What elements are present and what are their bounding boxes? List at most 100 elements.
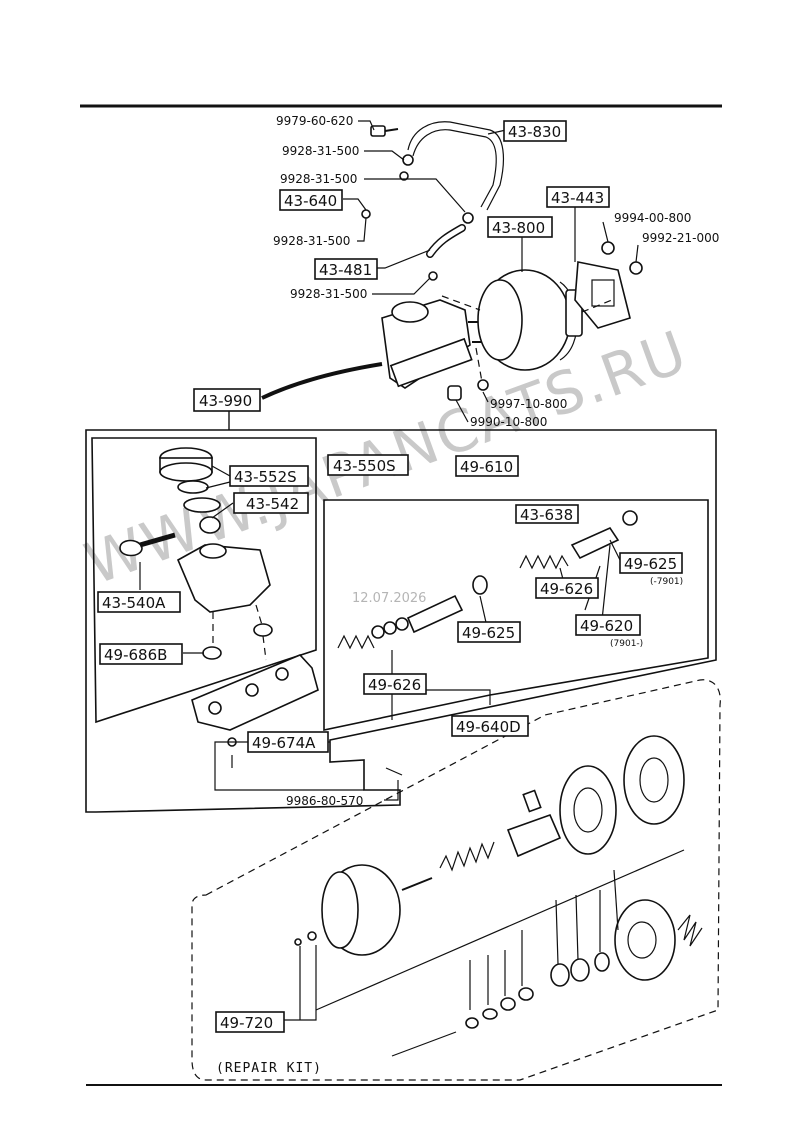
label-9928-31-500-b: 9928-31-500 [280,172,357,186]
label-49-626-lower: 49-626 [363,673,427,695]
snap-ring-43-638 [622,510,638,526]
label-43-443: 43-443 [546,186,610,208]
nut-9992-21-000 [629,261,643,275]
kit-retainer [522,789,542,813]
svg-text:49-625: 49-625 [462,624,515,642]
label-49-674a: 49-674A [247,731,329,753]
primary-piston-spring [519,554,569,570]
svg-text:49-625: 49-625 [624,555,677,573]
svg-text:49-640D: 49-640D [456,718,521,736]
kit-rear-shell [623,735,685,825]
svg-text:43-542: 43-542 [246,495,299,513]
master-cylinder-bore [389,337,473,388]
kit-washer-1 [465,1017,479,1029]
label-49-686b: 49-686B [99,643,183,665]
clip-c [361,209,371,219]
label-9997-10-800: 9997-10-800 [490,397,567,411]
secondary-piston-spring [337,634,375,650]
svg-text:49-720: 49-720 [220,1014,273,1032]
nut-9994-00-800 [601,241,615,255]
label-43-550s: 43-550S [327,454,409,476]
kit-seal-1 [550,963,570,987]
nut-9990-10-800 [447,385,462,401]
label-9994-00-800: 9994-00-800 [614,211,691,225]
seal-a [371,625,385,639]
label-43-542: 43-542 [233,492,309,514]
bolt-shaft [384,128,399,132]
clip-b [399,171,409,181]
kit-washer-2 [482,1008,498,1020]
svg-text:43-443: 43-443 [551,189,604,207]
grommet-lower [202,646,222,660]
pointer-43-990 [261,362,383,400]
reservoir-cap-bottom [159,462,213,482]
brake-booster-face [477,279,523,361]
label-9986-80-570: 9986-80-570 [286,794,363,808]
reservoir-cap-upper [391,301,429,323]
strainer-43-542 [199,516,221,534]
label-43-552s: 43-552S [229,465,309,487]
svg-text:43-640: 43-640 [284,192,337,210]
piston-cup [472,575,488,595]
svg-text:49-686B: 49-686B [104,646,167,664]
dash-reservoir-3 [262,635,267,661]
vacuum-pipe-inner [412,129,497,208]
hose-43-640-inner [370,190,402,214]
seal-b [383,621,397,635]
kit-valve-body [506,813,562,858]
svg-text:43-540A: 43-540A [102,594,166,612]
filter-ring [177,480,209,494]
label-9990-10-800: 9990-10-800 [470,415,547,429]
kit-diaphragm-inner [573,787,603,833]
kit-clip-2 [307,931,317,941]
label-49-640d: 49-640D [451,715,529,737]
dash-upper-1 [441,295,481,311]
frame-49-610 [323,499,709,731]
hose-clamp-43-540a [119,539,143,557]
label-43-830: 43-830 [503,120,567,142]
secondary-piston [406,594,464,634]
kit-washer-4 [518,987,534,1001]
label-49-620: 49-620 [575,614,641,636]
kit-rear-shell-inner [639,757,669,803]
dash-upper-3 [581,299,613,313]
svg-text:49-626: 49-626 [368,676,421,694]
label-49-610: 49-610 [455,455,519,477]
gasket-43-443 [574,261,631,329]
seal-ring [183,497,221,513]
gasket-hole [591,279,615,307]
frame-repair-kit [191,679,721,1081]
kit-spring [439,841,495,872]
kit-clip-1 [294,938,302,946]
svg-text:49-674A: 49-674A [252,734,316,752]
kit-front-plate-inner [627,921,657,959]
leaders-kit [284,849,685,1021]
clip-e [428,271,438,281]
nut-9997-10-800 [477,379,489,391]
kit-seal-2 [570,958,590,982]
label-9979-60-620: 9979-60-620 [276,114,353,128]
label-9992-21-000: 9992-21-000 [642,231,719,245]
kit-washer-3 [500,997,516,1011]
kit-seal-3 [594,952,610,972]
svg-text:43-481: 43-481 [319,261,372,279]
vacuum-pipe [407,121,505,211]
mc-port-2 [245,683,259,697]
label-43-800: 43-800 [487,216,553,238]
label-9928-31-500-d: 9928-31-500 [290,287,367,301]
kit-front-plate [614,899,676,981]
svg-text:43-552S: 43-552S [234,468,297,486]
label-49-625-upper: 49-625 [619,552,683,574]
svg-text:43-800: 43-800 [492,219,545,237]
svg-text:49-610: 49-610 [460,458,513,476]
svg-text:49-626: 49-626 [540,580,593,598]
svg-text:43-638: 43-638 [520,506,573,524]
kit-return-spring [677,914,703,947]
svg-text:49-620: 49-620 [580,617,633,635]
kit-diaphragm [559,765,617,855]
svg-text:43-990: 43-990 [199,392,252,410]
seal-c [395,617,409,631]
note-7901-plus: (7901-) [610,639,643,649]
clip-d [462,212,474,224]
